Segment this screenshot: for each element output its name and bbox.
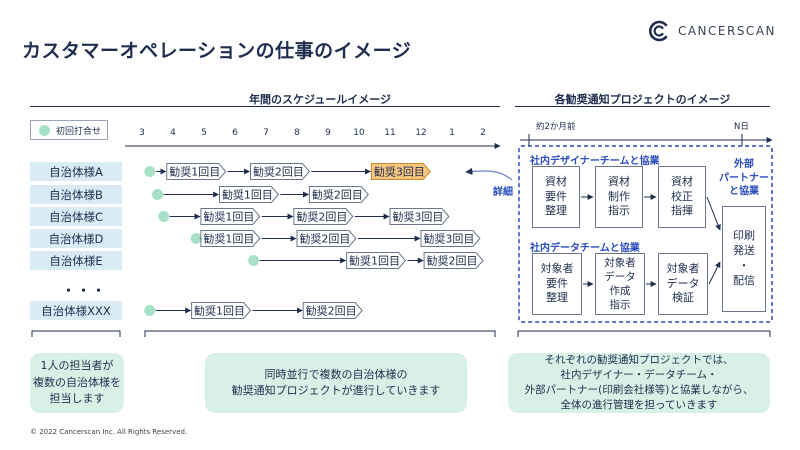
municipality-b: 自治体様B: [30, 185, 122, 204]
month-tick: 8: [294, 128, 300, 138]
data-team-label: 社内データチームと協業: [530, 243, 640, 254]
reminder-bar-label: 勧奨3回目: [392, 210, 443, 224]
reminder-bar: [166, 163, 227, 180]
legend-first-meeting: 初回打合せ: [30, 120, 108, 140]
reminder-bar: [420, 230, 481, 247]
municipality-bracket: [31, 330, 121, 337]
first-meeting-dot: [248, 255, 260, 266]
reminder-bar: [200, 230, 261, 247]
reminder-bar: [250, 163, 311, 180]
project-start-label: 約2か月前: [536, 122, 576, 132]
cancerscan-logo-icon: [648, 20, 668, 42]
first-meeting-dot: [158, 211, 170, 222]
reminder-bar: [308, 186, 369, 203]
detail-arrow: [465, 167, 513, 181]
schedule-heading: 年間のスケジュールイメージ: [248, 93, 391, 106]
note-one-person-multiple: 1人の担当者が 複数の自治体様を 担当します: [30, 353, 124, 413]
more-municipalities-ellipsis: ・・・: [62, 284, 108, 299]
first-meeting-dot: [152, 189, 163, 200]
municipality-xxx: 自治体様XXX: [30, 301, 122, 320]
task-target-data-instruction: 対象者 データ 作成 指示: [595, 253, 645, 315]
reminder-bar-label: 勧奨2回目: [296, 210, 347, 224]
first-meeting-dot: [144, 166, 156, 177]
task-target-data-verification: 対象者 データ 検証: [658, 253, 708, 315]
schedule-divider: [30, 106, 500, 107]
project-bracket: [517, 330, 771, 337]
month-tick: 9: [325, 128, 331, 138]
municipality-a: 自治体様A: [30, 162, 122, 181]
municipality-e: 自治体様E: [30, 251, 122, 270]
municipality-c: 自治体様C: [30, 207, 122, 226]
reminder-bar-label: 勧奨1回目: [203, 232, 254, 246]
project-divider: [515, 106, 770, 107]
reminder-bar: [346, 252, 407, 269]
project-end-label: N日: [734, 122, 749, 132]
first-meeting-dot: [144, 305, 156, 316]
reminder-bar-label: 勧奨1回目: [169, 165, 220, 179]
month-tick: 11: [384, 128, 396, 138]
first-meeting-dot-icon: [39, 124, 50, 136]
note-project-collaboration: それぞれの勧奨通知プロジェクトでは、 社内デザイナー・データチーム・ 外部パート…: [508, 353, 770, 413]
reminder-bar-label: 勧奨2回目: [306, 304, 357, 318]
month-tick: 12: [415, 128, 427, 138]
reminder-bar: [200, 208, 261, 225]
detail-label: 詳細: [493, 187, 513, 198]
reminder-bar: [296, 230, 357, 247]
task-material-requirements: 資材 要件 整理: [532, 166, 580, 228]
process-flow-arrow: [706, 196, 721, 231]
designer-team-label: 社内デザイナーチームと協業: [530, 156, 660, 167]
task-target-requirements: 対象者 要件 整理: [532, 253, 582, 315]
project-heading: 各勧奨通知プロジェクトのイメージ: [554, 93, 731, 106]
municipality-d: 自治体様D: [30, 229, 122, 248]
task-print-send: 印刷 発送 ・ 配信: [722, 206, 766, 312]
month-tick: 2: [480, 128, 486, 138]
logo-text: CANCERSCAN: [677, 24, 776, 38]
month-tick: 5: [201, 128, 207, 138]
reminder-bar-label: 勧奨1回目: [194, 304, 245, 318]
month-tick: 10: [353, 128, 365, 138]
reminder-bar-label: 勧奨2回目: [299, 232, 350, 246]
project-detail-frame: [518, 145, 773, 323]
reminder-bar: [293, 208, 354, 225]
copyright: © 2022 Cancerscan Inc. All Rights Reserv…: [30, 428, 188, 436]
month-tick: 3: [139, 128, 145, 138]
month-tick: 4: [170, 128, 176, 138]
reminder-bar: [389, 208, 450, 225]
legend-label: 初回打合せ: [56, 126, 102, 137]
reminder-bar-label: 勧奨1回目: [349, 254, 400, 268]
task-material-production: 資材 制作 指示: [595, 166, 643, 228]
month-tick: 6: [232, 128, 238, 138]
reminder-bar: [423, 252, 484, 269]
reminder-bar: [302, 302, 363, 319]
reminder-bar-label: 勧奨3回目: [374, 165, 425, 179]
page-title: カスタマーオペレーションの仕事のイメージ: [22, 40, 412, 62]
reminder-bar-label: 勧奨2回目: [427, 254, 478, 268]
month-tick: 7: [263, 128, 269, 138]
task-material-proofing: 資材 校正 指揮: [658, 166, 706, 228]
reminder-bar-label: 勧奨3回目: [423, 232, 474, 246]
schedule-bracket: [144, 330, 496, 337]
month-tick: 1: [449, 128, 455, 138]
reminder-bar: [370, 163, 431, 180]
note-parallel-projects: 同時並行で複数の自治体様の 勧奨通知プロジェクトが進行していきます: [205, 353, 467, 413]
first-meeting-dot: [190, 233, 202, 244]
reminder-bar: [191, 302, 252, 319]
partner-label: 外部 パートナー と協業: [719, 159, 769, 197]
company-logo: CANCERSCAN: [648, 20, 776, 42]
reminder-bar-label: 勧奨1回目: [222, 188, 273, 202]
reminder-bar-label: 勧奨2回目: [253, 165, 304, 179]
reminder-bar: [219, 186, 280, 203]
reminder-bar-label: 勧奨1回目: [203, 210, 254, 224]
process-flow-arrow: [708, 261, 721, 285]
reminder-bar-label: 勧奨2回目: [312, 188, 363, 202]
